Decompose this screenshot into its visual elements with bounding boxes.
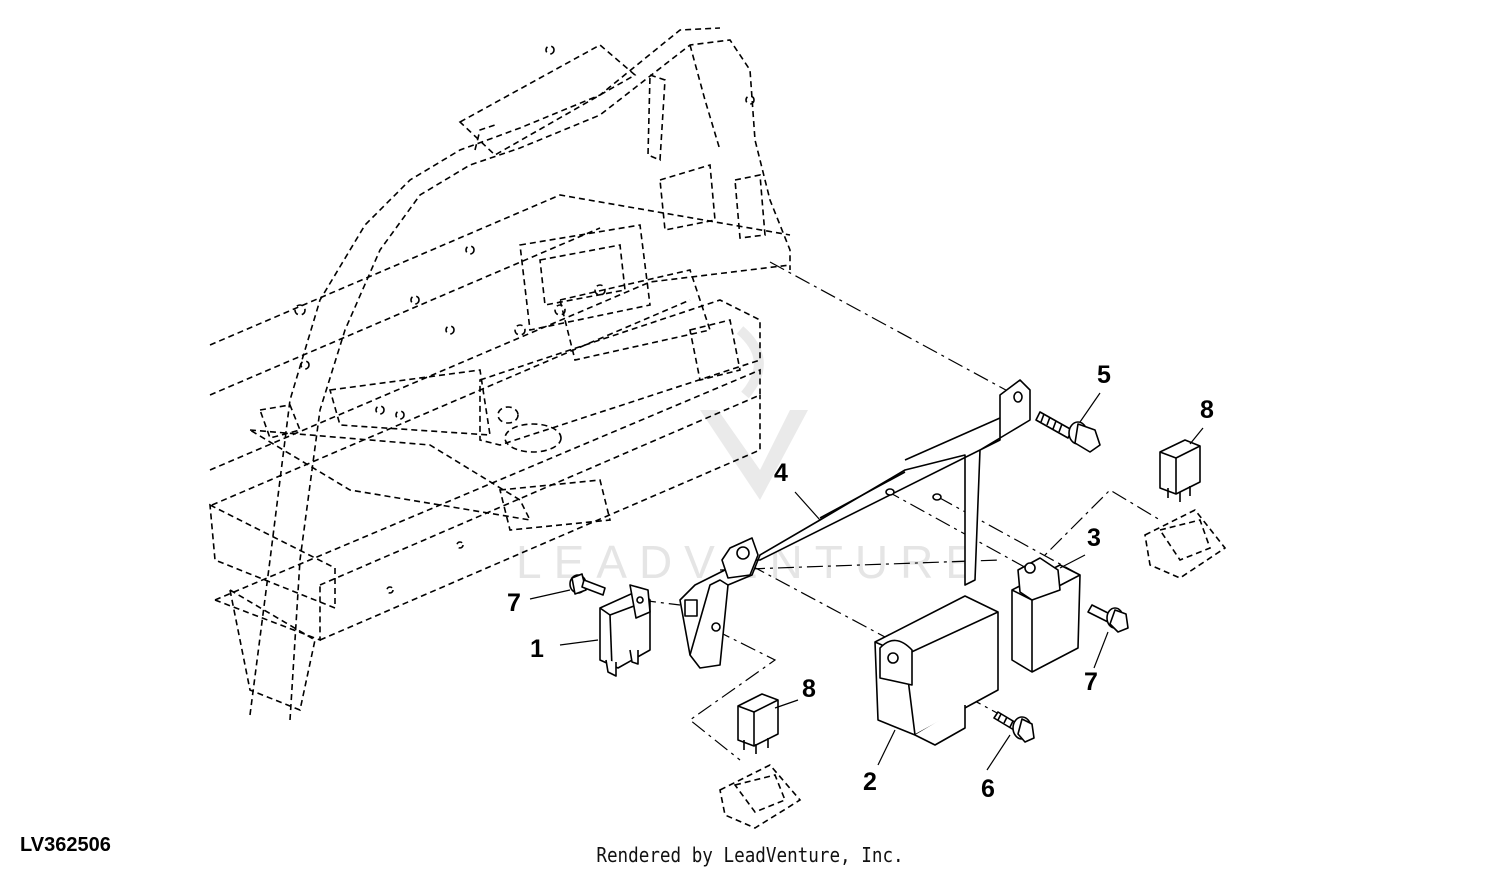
watermark-logo [700, 410, 808, 500]
callout-7-left: 7 [507, 589, 521, 617]
part-8-relay-upper [1144, 439, 1227, 579]
leader-7b [1093, 631, 1109, 669]
leader-4 [794, 491, 821, 521]
callout-8-upper: 8 [1200, 396, 1214, 424]
leader-1 [559, 639, 599, 646]
callout-7-right: 7 [1084, 668, 1098, 696]
part-7-bolt-right [1087, 604, 1129, 633]
callout-4: 4 [774, 459, 788, 487]
render-credit: Rendered by LeadVenture, Inc. [596, 843, 904, 867]
part-1-relay [599, 584, 651, 677]
part-8-relay-lower [719, 693, 802, 829]
part-4-mounting-bracket [679, 379, 1031, 669]
part-7-bolt-left [569, 573, 606, 596]
frame-phantom-lines [209, 27, 791, 721]
leader-7a [529, 589, 571, 600]
callout-labels: 1 2 3 4 5 6 7 7 8 8 [507, 361, 1214, 803]
leader-lines [529, 392, 1204, 771]
callout-2: 2 [863, 768, 877, 796]
part-3-module [1011, 557, 1081, 673]
part-2-control-module [874, 595, 999, 746]
watermark-flame [736, 326, 764, 399]
leader-8b [774, 699, 799, 709]
leader-3 [1059, 554, 1086, 569]
part-6-bolt [993, 711, 1035, 743]
callout-8-lower: 8 [802, 675, 816, 703]
leader-8a [1189, 427, 1204, 445]
figure-id-label: LV362506 [20, 834, 111, 856]
callout-1: 1 [530, 635, 544, 663]
callout-5: 5 [1097, 361, 1111, 389]
callout-6: 6 [981, 775, 995, 803]
leader-6 [986, 734, 1011, 771]
leader-2 [877, 729, 896, 766]
leader-5 [1079, 392, 1101, 423]
part-5-bolt [1035, 411, 1101, 453]
callout-3: 3 [1087, 524, 1101, 552]
